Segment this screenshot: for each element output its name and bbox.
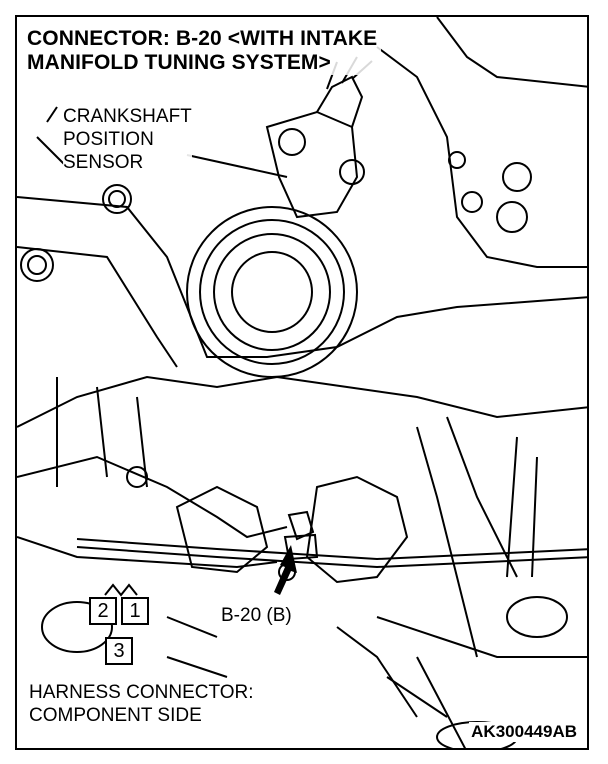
callout-line-2: POSITION: [63, 129, 154, 150]
sensor-callout: CRANKSHAFT POSITION SENSOR: [63, 105, 192, 174]
title-line-2: MANIFOLD TUNING SYSTEM>: [27, 51, 331, 74]
callout-line-3: SENSOR: [63, 152, 144, 173]
connector-pin-2: 2: [89, 597, 117, 625]
harness-line-2: COMPONENT SIDE: [29, 705, 202, 726]
diagram-title: CONNECTOR: B-20 <WITH INTAKE MANIFOLD TU…: [27, 27, 382, 75]
diagram-frame: CONNECTOR: B-20 <WITH INTAKE MANIFOLD TU…: [15, 15, 589, 750]
connector-pin-3: 3: [105, 637, 133, 665]
harness-connector-label: HARNESS CONNECTOR: COMPONENT SIDE: [29, 681, 258, 727]
title-line-1: CONNECTOR: B-20 <WITH INTAKE: [27, 27, 378, 50]
connector-location-label: B-20 (B): [219, 605, 294, 627]
engine-illustration: [17, 17, 587, 748]
connector-pin-1: 1: [121, 597, 149, 625]
callout-line-1: CRANKSHAFT: [63, 106, 192, 127]
harness-line-1: HARNESS CONNECTOR:: [29, 682, 254, 703]
figure-code: AK300449AB: [469, 722, 579, 742]
